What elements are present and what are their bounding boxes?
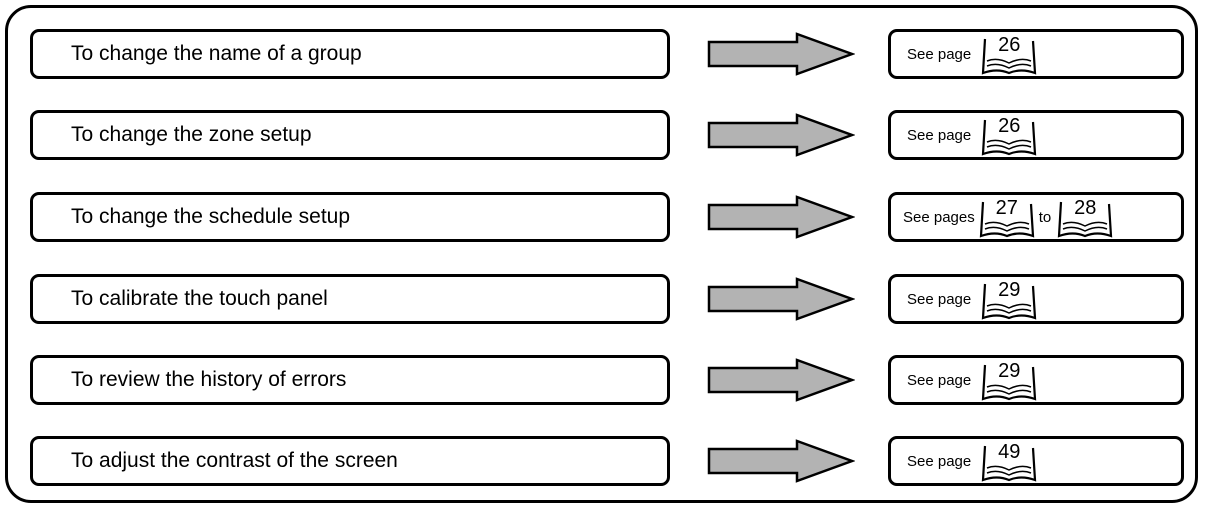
list-item: To change the schedule setup See pages 2… (0, 192, 1207, 242)
open-book-icon: 29 (981, 278, 1037, 320)
page-number-end: 28 (1074, 197, 1097, 219)
list-item: To change the zone setup See page 26 (0, 110, 1207, 160)
list-item: To change the name of a group See page 2… (0, 29, 1207, 79)
page-number: 49 (998, 441, 1021, 463)
task-label: To calibrate the touch panel (71, 287, 328, 310)
list-item: To adjust the contrast of the screen See… (0, 436, 1207, 486)
task-box: To change the name of a group (30, 29, 670, 79)
see-page-label: See page (907, 452, 972, 470)
open-book-icon: 29 (981, 359, 1037, 401)
right-arrow-icon (707, 32, 855, 76)
page-number: 29 (998, 279, 1021, 301)
list-item: To calibrate the touch panel See page 29 (0, 274, 1207, 324)
right-arrow-icon (707, 439, 855, 483)
page-reference: See page 29 (888, 355, 1184, 405)
right-arrow-icon (707, 277, 855, 321)
open-book-icon: 27 (979, 196, 1035, 238)
page-number: 29 (998, 360, 1021, 382)
task-label: To change the name of a group (71, 42, 362, 65)
see-pages-label: See pages (903, 208, 975, 226)
to-label: to (1038, 208, 1052, 226)
open-book-icon: 26 (981, 33, 1037, 75)
list-item: To review the history of errors See page… (0, 355, 1207, 405)
page-reference: See page 49 (888, 436, 1184, 486)
page-number: 26 (998, 34, 1021, 56)
see-page-label: See page (907, 126, 972, 144)
page-number: 27 (995, 197, 1018, 219)
right-arrow-icon (707, 358, 855, 402)
page-reference: See page 29 (888, 274, 1184, 324)
task-label: To review the history of errors (71, 368, 347, 391)
page-reference: See page 26 (888, 29, 1184, 79)
open-book-icon: 28 (1057, 196, 1113, 238)
task-box: To review the history of errors (30, 355, 670, 405)
page-number: 26 (998, 115, 1021, 137)
page-reference: See page 26 (888, 110, 1184, 160)
right-arrow-icon (707, 195, 855, 239)
open-book-icon: 49 (981, 440, 1037, 482)
see-page-label: See page (907, 371, 972, 389)
task-box: To adjust the contrast of the screen (30, 436, 670, 486)
task-label: To adjust the contrast of the screen (71, 449, 398, 472)
open-book-icon: 26 (981, 114, 1037, 156)
task-box: To calibrate the touch panel (30, 274, 670, 324)
task-box: To change the zone setup (30, 110, 670, 160)
page-reference: See pages 27 to 28 (888, 192, 1184, 242)
see-page-label: See page (907, 290, 972, 308)
see-page-label: See page (907, 45, 972, 63)
task-box: To change the schedule setup (30, 192, 670, 242)
right-arrow-icon (707, 113, 855, 157)
task-label: To change the schedule setup (71, 205, 351, 228)
task-label: To change the zone setup (71, 123, 312, 146)
outer-frame (5, 5, 1198, 503)
